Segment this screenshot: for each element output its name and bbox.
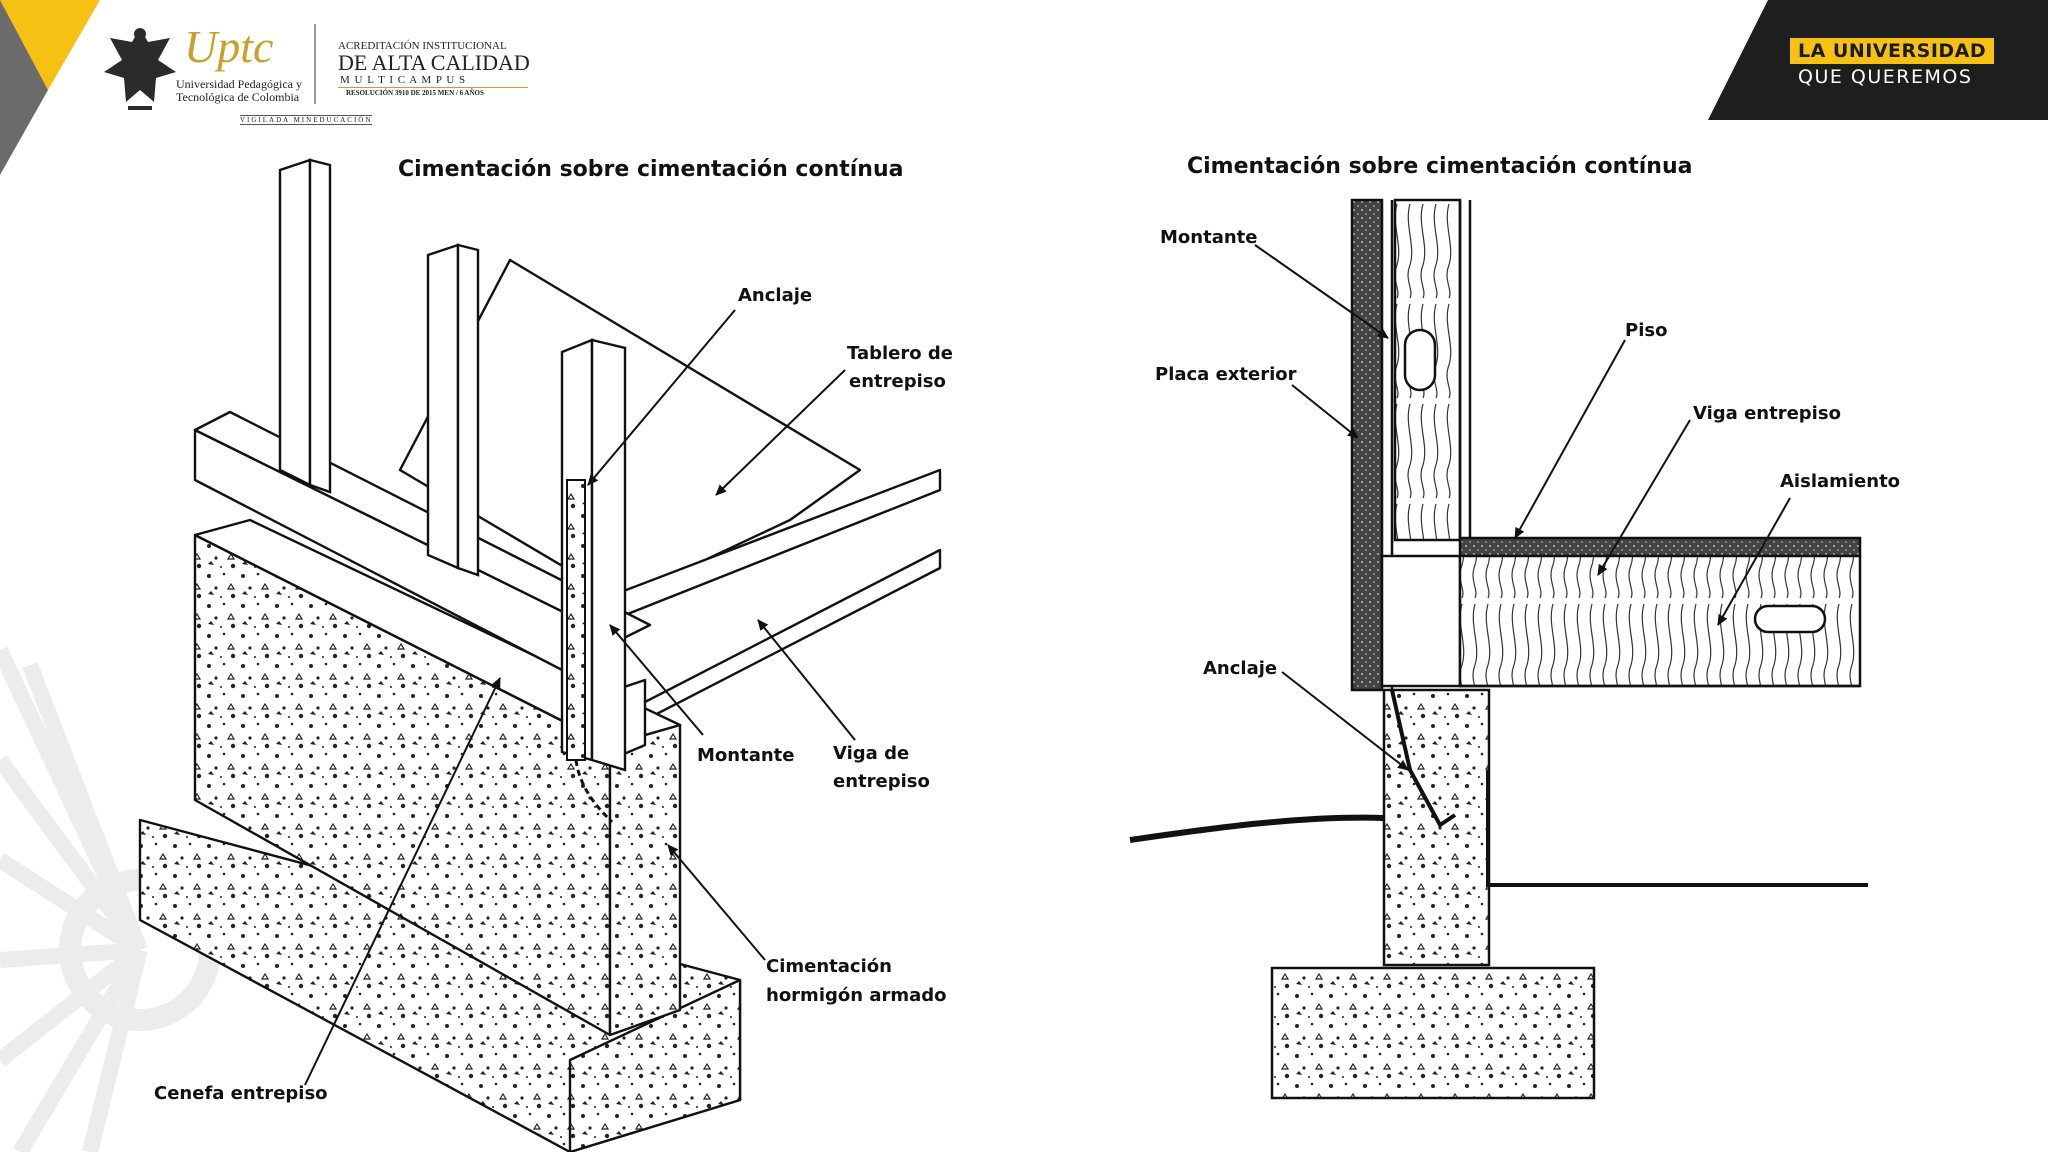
leader-montante-right	[1254, 244, 1389, 339]
label-cimentacion-2: hormigón armado	[766, 985, 947, 1006]
accreditation-line2: DE ALTA CALIDAD	[338, 50, 530, 75]
leader-tablero	[715, 369, 846, 496]
joist-service-hole	[1753, 604, 1827, 634]
logo-divider	[314, 24, 316, 104]
label-placa: Placa exterior	[1155, 364, 1297, 385]
corner-gold-triangle	[0, 0, 100, 90]
label-anclaje-left: Anclaje	[738, 285, 813, 306]
leader-piso	[1514, 339, 1626, 539]
leader-anclaje-left	[587, 309, 736, 486]
university-name-line1: Universidad Pedagógica y	[176, 77, 302, 91]
label-tablero-1: Tablero de	[847, 343, 953, 364]
coat-of-arms-icon	[104, 28, 176, 110]
accreditation-rule	[338, 87, 528, 88]
stud-2-web	[456, 243, 480, 577]
stud-3-web	[590, 338, 627, 772]
leader-aislamiento	[1717, 497, 1791, 626]
header-logos: Uptc Universidad Pedagógica y Tecnológic…	[0, 0, 600, 140]
accreditation-line3: M U L T I C A M P U S	[340, 74, 467, 86]
label-cenefa: Cenefa entrepiso	[154, 1083, 328, 1104]
exterior-board	[1350, 198, 1384, 692]
leader-viga-right	[1597, 419, 1691, 576]
wall-service-hole	[1403, 328, 1437, 392]
slogan-banner: LA UNIVERSIDAD QUE QUEREMOS	[1708, 0, 2048, 120]
anchor-embed	[574, 759, 614, 824]
label-viga-right: Viga entrepiso	[1693, 403, 1841, 424]
accreditation-resolution: RESOLUCIÓN 3910 DE 2015 MEN / 6 AÑOS	[346, 89, 484, 97]
banner-line2: QUE QUEREMOS	[1798, 66, 1973, 88]
left-diagram-title: Cimentación sobre cimentación contínua	[398, 157, 904, 182]
leader-anclaje-right	[1281, 671, 1409, 771]
corner-gray-triangle	[0, 0, 48, 175]
label-cimentacion-1: Cimentación	[766, 956, 892, 977]
anchor-bolt	[1390, 689, 1457, 828]
label-montante-right: Montante	[1160, 227, 1258, 248]
rim-joist-section	[1380, 554, 1462, 688]
university-name-line2: Tecnológica de Colombia	[176, 90, 300, 104]
leader-montante-left	[609, 624, 704, 736]
stud-1-web	[308, 158, 332, 494]
sunburst-watermark	[0, 646, 221, 1152]
label-viga-1: Viga de	[833, 743, 910, 764]
leader-cimentacion	[667, 844, 766, 961]
leader-viga-left	[757, 619, 856, 741]
leader-placa	[1291, 384, 1359, 439]
ground-line	[1129, 814, 1385, 843]
leader-cenefa	[304, 677, 501, 1086]
floor-deck	[1458, 536, 1862, 558]
footing-end	[568, 978, 742, 1152]
vigilada-text: VIGILADA MINEDUCACIÓN	[240, 115, 373, 125]
label-aislamiento: Aislamiento	[1780, 471, 1901, 492]
interior-slab	[1486, 770, 1868, 887]
label-anclaje-right: Anclaje	[1203, 658, 1278, 679]
label-viga-2: entrepiso	[833, 771, 930, 792]
right-diagram-title: Cimentación sobre cimentación contínua	[1187, 154, 1693, 179]
label-montante-left: Montante	[697, 745, 795, 766]
accreditation-line1: ACREDITACIÓN INSTITUCIONAL	[338, 40, 507, 52]
label-piso: Piso	[1625, 320, 1668, 341]
uptc-logo-text: Uptc	[184, 21, 274, 72]
banner-line1: LA UNIVERSIDAD	[1790, 38, 1995, 64]
footing-section	[1270, 966, 1596, 1100]
concrete-wall-top	[193, 518, 682, 747]
label-tablero-2: entrepiso	[849, 371, 946, 392]
